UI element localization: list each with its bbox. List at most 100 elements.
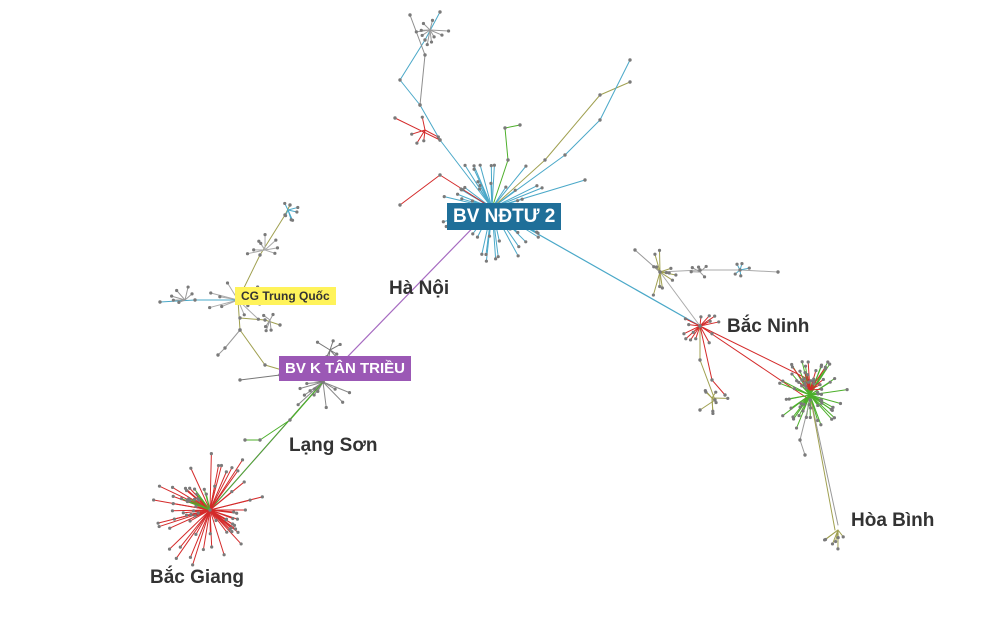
network-node — [802, 402, 806, 407]
network-node — [235, 511, 239, 515]
network-node — [258, 253, 262, 257]
network-edge — [429, 29, 450, 32]
network-node — [178, 545, 182, 549]
network-node — [157, 524, 161, 529]
network-node — [790, 372, 794, 376]
network-node — [440, 33, 444, 37]
network-node — [845, 388, 849, 392]
network-node — [747, 266, 751, 270]
network-node — [188, 486, 192, 490]
network-node — [471, 232, 475, 236]
network-node — [802, 377, 807, 381]
network-node — [803, 383, 807, 387]
network-node — [723, 393, 727, 397]
network-node — [256, 317, 260, 321]
network-node — [776, 270, 780, 274]
network-node — [455, 192, 460, 196]
network-node — [189, 512, 193, 517]
network-node — [264, 329, 268, 333]
network-edge — [473, 165, 493, 209]
network-node — [651, 293, 655, 297]
network-node — [818, 383, 822, 387]
network-edge — [782, 380, 811, 396]
network-edge — [429, 19, 433, 31]
network-node — [240, 458, 245, 462]
network-node — [789, 406, 793, 410]
network-edge — [322, 381, 344, 403]
network-node — [423, 53, 427, 57]
network-node — [657, 248, 662, 252]
network-node — [313, 387, 317, 391]
network-node — [263, 318, 267, 322]
network-node — [819, 398, 823, 402]
network-edge — [190, 467, 211, 511]
network-node — [784, 397, 788, 401]
network-node — [331, 339, 335, 343]
network-node — [733, 272, 737, 276]
network-node — [664, 270, 668, 275]
network-node — [801, 409, 805, 413]
network-node — [274, 238, 278, 242]
network-node — [667, 271, 671, 275]
network-edge — [825, 529, 839, 541]
place-hoa-binh: Hòa Bình — [851, 510, 935, 531]
network-node — [816, 403, 820, 408]
network-edge — [179, 509, 211, 548]
network-node — [263, 363, 267, 367]
network-edge — [175, 509, 211, 559]
hospital-k-tan-trieu-label: BV K TÂN TRIỀU — [279, 356, 411, 381]
place-ha-noi: Hà Nội — [389, 278, 450, 299]
network-edge — [171, 509, 211, 512]
network-edge — [239, 317, 266, 321]
network-node — [219, 463, 224, 468]
network-edge — [209, 509, 228, 533]
network-node — [420, 33, 424, 38]
network-edge — [699, 321, 720, 327]
network-node — [704, 264, 708, 269]
network-node — [195, 492, 199, 496]
network-edge — [299, 381, 324, 389]
network-node — [152, 498, 156, 502]
network-node — [229, 526, 233, 530]
network-edge — [835, 529, 839, 543]
network-node — [803, 371, 807, 375]
network-node — [812, 379, 816, 383]
network-node — [800, 384, 804, 388]
network-node — [803, 453, 807, 457]
place-bac-giang: Bắc Giang — [150, 567, 244, 588]
network-edge — [209, 509, 213, 548]
network-node — [739, 274, 743, 278]
network-node — [809, 406, 813, 410]
network-node — [170, 485, 175, 490]
network-node — [830, 408, 834, 412]
network-node — [463, 185, 467, 190]
network-node — [273, 251, 277, 255]
network-node — [259, 241, 263, 246]
network-node — [248, 498, 252, 502]
network-node — [480, 252, 484, 256]
network-node — [192, 497, 197, 501]
network-edge — [711, 397, 714, 412]
network-node — [792, 387, 796, 391]
network-node — [189, 466, 193, 470]
network-node — [232, 510, 236, 514]
network-node — [690, 265, 694, 270]
network-node — [515, 199, 520, 203]
network-edge — [153, 499, 211, 511]
network-edge — [429, 29, 432, 43]
network-node — [156, 521, 160, 525]
network-node — [711, 409, 715, 413]
network-edge — [209, 471, 227, 511]
network-node — [243, 508, 247, 512]
network-node — [787, 397, 791, 401]
network-node — [423, 38, 427, 42]
network-edge — [699, 325, 713, 335]
network-node — [698, 408, 702, 412]
network-node — [438, 10, 442, 14]
network-node — [230, 466, 234, 470]
network-node — [296, 205, 300, 210]
network-node — [170, 509, 175, 513]
network-edge — [264, 247, 278, 251]
network-edge — [491, 165, 527, 209]
network-node — [707, 314, 711, 318]
